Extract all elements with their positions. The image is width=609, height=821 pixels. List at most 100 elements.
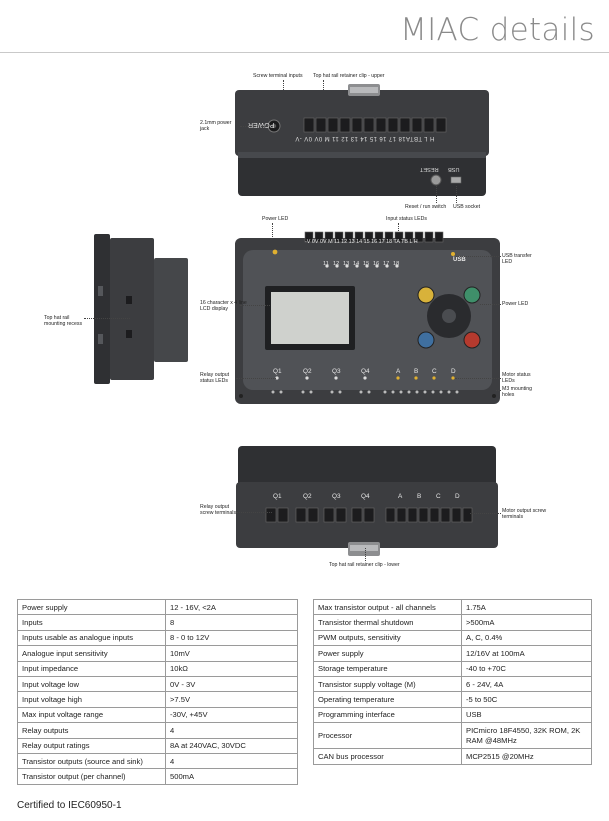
spec-row: Transistor thermal shutdown>500mA	[313, 614, 592, 631]
spec-key: Input impedance	[17, 660, 166, 677]
label-usb-socket: USB socket	[453, 204, 481, 210]
spec-row: Transistor supply voltage (M)6 - 24V, 4A	[313, 675, 592, 693]
spec-key: Analogue input sensitivity	[17, 645, 166, 662]
device-side-view	[94, 234, 188, 384]
spec-value: 1.75A	[461, 598, 592, 616]
spec-value: MCP2515 @20MHz	[461, 748, 592, 765]
front-relay-q3: Q3	[332, 368, 341, 375]
spec-value: 12 - 16V, <2A	[165, 598, 298, 616]
input-number-18: 18	[393, 261, 400, 267]
input-number-13: 13	[343, 261, 350, 267]
spec-row: Max input voltage range-30V, +45V	[17, 706, 298, 724]
front-motor-b: B	[414, 368, 419, 375]
label-top-hat-upper: Top hat rail retainer clip - upper	[313, 73, 385, 79]
spec-key: Inputs usable as analogue inputs	[17, 629, 166, 647]
label-usb-transfer-led: USB transfer LED	[502, 253, 532, 266]
spec-value: 4	[165, 722, 298, 739]
front-relay-q1: Q1	[273, 368, 282, 375]
spec-value: 10kΩ	[165, 660, 298, 677]
label-top-hat-recess: Top hat rail mounting recess	[44, 315, 83, 328]
spec-value: PICmicro 18F4550, 32K ROM, 2K RAM @48MHz	[461, 722, 592, 750]
label-lcd-display: 16 character x 4 line LCD display	[200, 300, 247, 313]
spec-value: >500mA	[461, 614, 592, 631]
spec-value: 0V - 3V	[165, 675, 298, 693]
spec-key: Transistor output (per channel)	[17, 768, 166, 785]
spec-row: Operating temperature-5 to 50C	[313, 691, 592, 708]
label-power-led-right: Power LED	[502, 301, 529, 307]
front-motor-a: A	[396, 368, 401, 375]
input-number-15: 15	[363, 261, 370, 267]
spec-value: -5 to 50C	[461, 691, 592, 708]
bottom-motor-c: C	[436, 493, 441, 500]
spec-key: Operating temperature	[313, 691, 462, 708]
spec-key: Max transistor output - all channels	[313, 598, 462, 616]
input-number-11: 11	[323, 261, 329, 267]
front-relay-q4: Q4	[361, 368, 370, 375]
spec-value: A, C, 0.4%	[461, 629, 592, 647]
bottom-motor-b: B	[417, 493, 422, 500]
input-number-14: 14	[353, 261, 360, 267]
spec-key: Transistor thermal shutdown	[313, 614, 462, 631]
spec-value: >7.5V	[165, 691, 298, 708]
device-bottom-view	[236, 446, 498, 556]
device-front-view	[235, 231, 500, 404]
spec-key: Input voltage high	[17, 691, 166, 708]
front-relay-q2: Q2	[303, 368, 312, 375]
spec-value: 8 - 0 to 12V	[165, 629, 298, 647]
spec-row: Storage temperature-40 to +70C	[313, 660, 592, 677]
spec-value: 8	[165, 614, 298, 631]
spec-key: Relay outputs	[17, 722, 166, 739]
spec-key: Max input voltage range	[17, 706, 166, 724]
label-m3-holes: M3 mounting holes	[502, 386, 532, 399]
spec-key: Input voltage low	[17, 675, 166, 693]
front-motor-d: D	[451, 368, 456, 375]
spec-value: -40 to +70C	[461, 660, 592, 677]
bottom-relay-q3: Q3	[332, 493, 341, 500]
label-reset-switch: Reset / run switch	[405, 204, 447, 210]
bottom-relay-q4: Q4	[361, 493, 370, 500]
label-power-led: Power LED	[262, 216, 289, 222]
spec-key: Power supply	[17, 598, 166, 616]
spec-key: Power supply	[313, 645, 462, 662]
spec-row: Input voltage high>7.5V	[17, 691, 298, 708]
device-top-view	[235, 84, 489, 196]
top-terminal-strip: H L TBTA18 17 16 15 14 13 12 11 M 0V 0V …	[295, 135, 435, 142]
label-power-jack: 2.1mm power jack	[200, 120, 232, 133]
label-relay-screw-terminals: Relay output screw terminals	[200, 504, 237, 517]
front-motor-c: C	[432, 368, 437, 375]
spec-row: Transistor output (per channel)500mA	[17, 768, 298, 785]
input-number-17: 17	[383, 261, 390, 267]
page-title: MIAC details	[400, 12, 595, 48]
certification: Certified to IEC60950-1	[17, 800, 122, 811]
title-divider	[0, 52, 609, 53]
label-top-hat-lower: Top hat rail retainer clip - lower	[329, 562, 400, 568]
spec-key: Inputs	[17, 614, 166, 631]
spec-value: 6 - 24V, 4A	[461, 675, 592, 693]
spec-row: Transistor outputs (source and sink)4	[17, 752, 298, 770]
input-number-16: 16	[373, 261, 380, 267]
spec-value: USB	[461, 706, 592, 724]
label-input-status-leds: Input status LEDs	[386, 216, 427, 222]
spec-key: Storage temperature	[313, 660, 462, 677]
label-motor-screw-terminals: Motor output screw terminals	[502, 508, 547, 521]
spec-key: Processor	[313, 722, 462, 750]
bottom-motor-d: D	[455, 493, 460, 500]
bottom-relay-q1: Q1	[273, 493, 282, 500]
top-reset-text: RESET	[420, 166, 439, 173]
spec-value: -30V, +45V	[165, 706, 298, 724]
